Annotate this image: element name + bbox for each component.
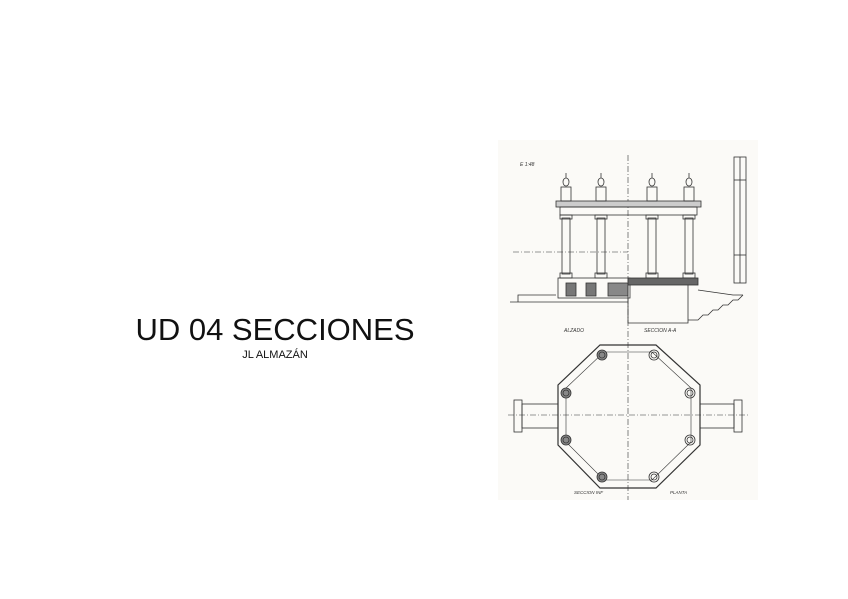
plan-column: [648, 471, 660, 483]
plan-column: [596, 349, 608, 361]
title-block: [733, 156, 747, 284]
label-elevation: ALZADO: [563, 328, 584, 334]
plan-column: [560, 387, 572, 399]
elevation-drawing: [510, 173, 744, 324]
label-plan-section: SECCION INF: [574, 490, 603, 495]
plan-column: [596, 471, 608, 483]
architectural-drawing: E 1:48 ALZADO SECCION A-A SECCION INF PL…: [498, 140, 758, 500]
column: [645, 173, 659, 279]
plan-column: [684, 387, 696, 399]
label-plan: PLANTA: [670, 490, 687, 495]
plan-column: [560, 434, 572, 446]
column: [594, 173, 608, 279]
slide-title: UD 04 SECCIONES: [135, 312, 415, 347]
column: [559, 173, 573, 279]
plan-drawing: [513, 344, 743, 489]
slide-subtitle: JL ALMAZÁN: [242, 349, 308, 361]
plan-column: [648, 349, 660, 361]
plan-column: [684, 434, 696, 446]
column: [682, 173, 696, 279]
label-section: SECCION A-A: [644, 328, 677, 334]
scale-note: E 1:48: [520, 162, 535, 168]
